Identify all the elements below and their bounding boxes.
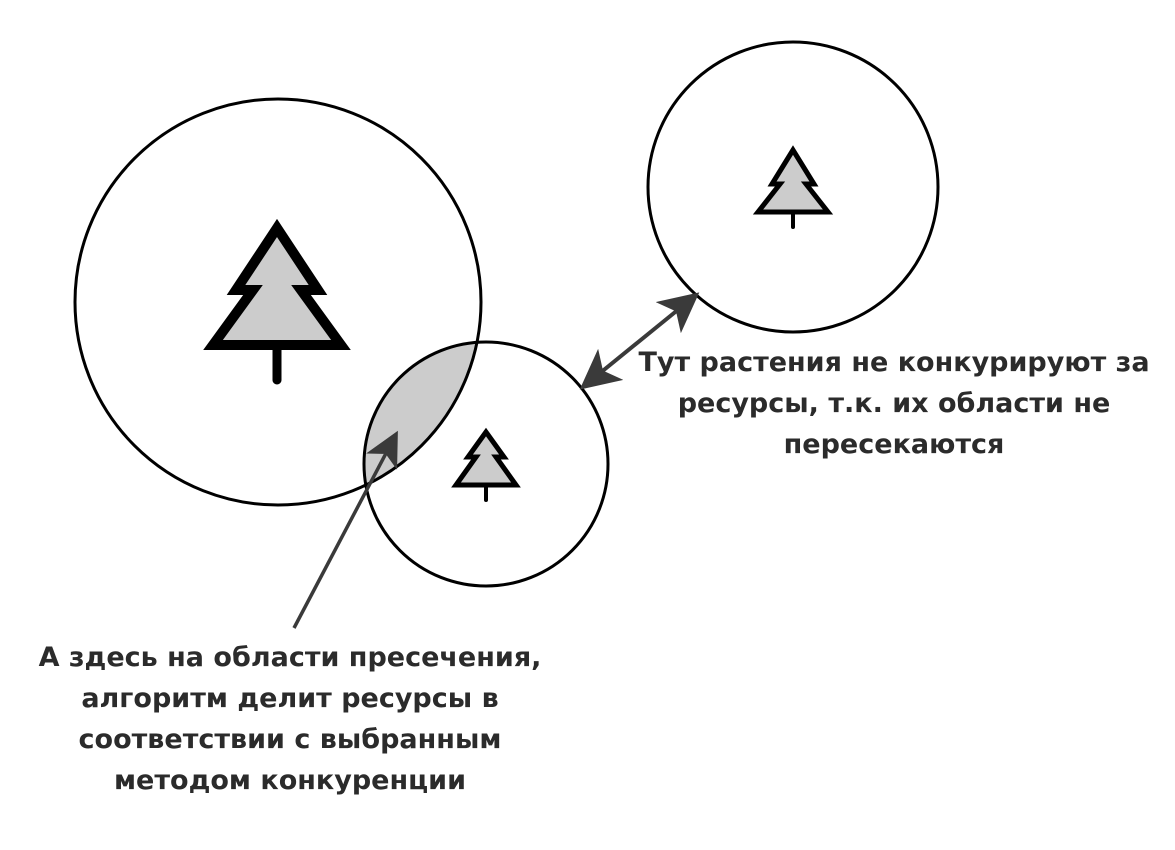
isolated-tree-resource-circle	[646, 40, 940, 334]
small-tree-resource-circle	[362, 340, 610, 588]
note-line: алгоритм делит ресурсы в	[81, 683, 499, 714]
intersection-pointer-arrow	[292, 430, 398, 629]
note-line: А здесь на области пресечения,	[38, 642, 542, 673]
distance-arrow	[579, 292, 700, 390]
tree-icon	[752, 145, 834, 229]
overlap-note: А здесь на области пресечения, алгоритм …	[20, 637, 560, 801]
tree-icon	[203, 218, 351, 385]
large-tree-resource-circle	[73, 97, 483, 507]
tree-icon	[451, 427, 521, 502]
note-line: Тут растения не конкурируют за	[638, 347, 1150, 378]
note-line: соответствии с выбранным	[78, 724, 502, 755]
intersection-area	[364, 342, 481, 505]
note-line: пересекаются	[783, 429, 1005, 460]
no-competition-note: Тут растения не конкурируют за ресурсы, …	[634, 342, 1154, 465]
note-line: методом конкуренции	[113, 765, 466, 796]
note-line: ресурсы, т.к. их области не	[677, 388, 1111, 419]
